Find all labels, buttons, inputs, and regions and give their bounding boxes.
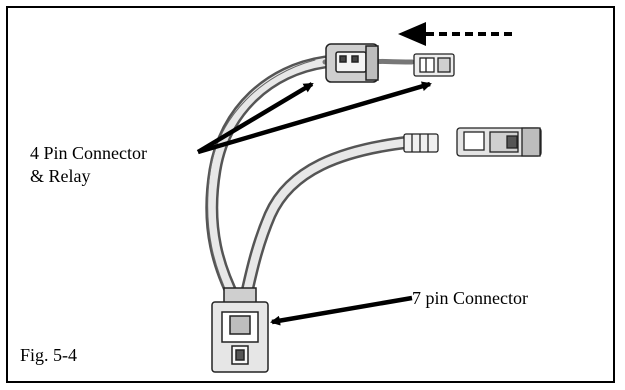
figure-caption: Fig. 5-4 [20, 345, 78, 365]
mating-socket [456, 127, 542, 157]
harness-cable-right [238, 135, 417, 307]
dashed-direction-arrow [398, 22, 512, 46]
arrow-to-7pin-connector [270, 295, 413, 326]
small-plug [403, 133, 439, 153]
figure-border [6, 6, 615, 383]
four-pin-connector-body [325, 43, 379, 83]
four-pin-connector-label: 4 Pin Connector & Relay [30, 142, 147, 187]
four-pin-label-line1: 4 Pin Connector [30, 143, 147, 163]
seven-pin-connector-label: 7 pin Connector [412, 288, 528, 308]
annotation-arrows [196, 81, 432, 326]
arrow-to-4pin-connector [196, 82, 314, 154]
relay-body [413, 53, 455, 77]
harness-cable-left [205, 55, 332, 307]
four-pin-label-line2: & Relay [30, 165, 91, 186]
seven-pin-connector-body [211, 287, 269, 373]
arrow-to-relay [197, 81, 432, 155]
